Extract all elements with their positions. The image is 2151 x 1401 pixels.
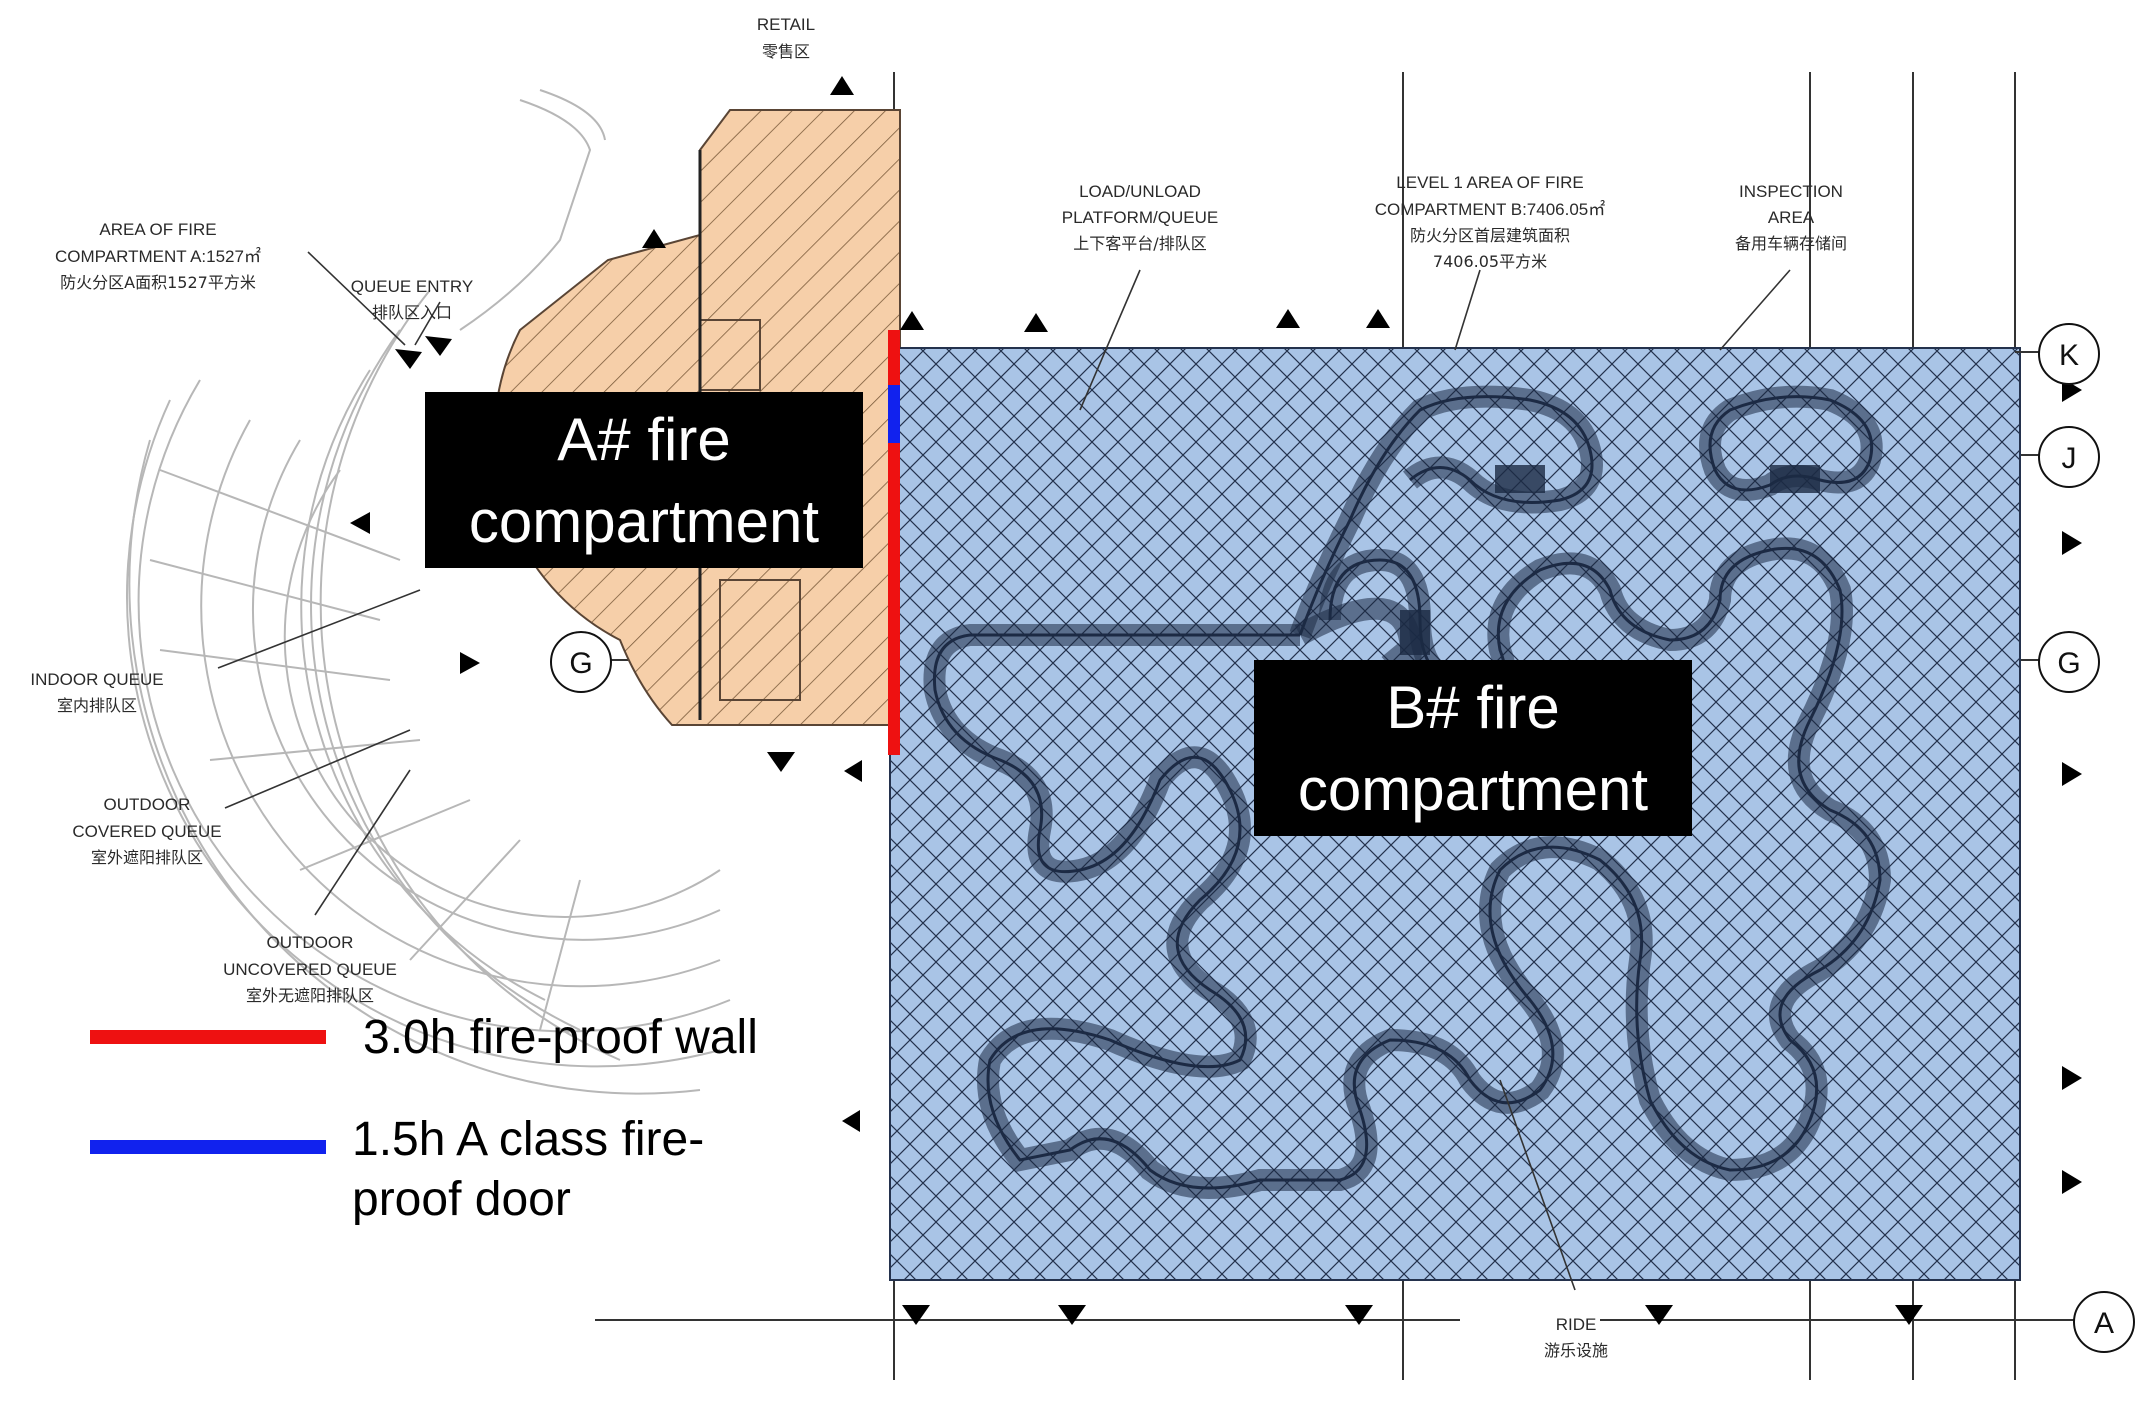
fire-wall-upper bbox=[888, 330, 900, 385]
outdoor-uncovered-queue-label: OUTDOOR UNCOVERED QUEUE 室外无遮阳排队区 bbox=[223, 933, 397, 1005]
svg-text:LOAD/UNLOAD: LOAD/UNLOAD bbox=[1079, 182, 1201, 201]
compartment-b-title-line1: B# fire bbox=[1386, 674, 1559, 741]
svg-text:QUEUE ENTRY: QUEUE ENTRY bbox=[351, 277, 474, 296]
load-platform-label: LOAD/UNLOAD PLATFORM/QUEUE 上下客平台/排队区 bbox=[1062, 182, 1218, 253]
svg-text:室内排队区: 室内排队区 bbox=[57, 696, 137, 715]
svg-text:PLATFORM/QUEUE: PLATFORM/QUEUE bbox=[1062, 208, 1218, 227]
svg-text:上下客平台/排队区: 上下客平台/排队区 bbox=[1073, 234, 1206, 253]
svg-text:UNCOVERED QUEUE: UNCOVERED QUEUE bbox=[223, 960, 397, 979]
fire-door bbox=[888, 385, 900, 443]
svg-text:K: K bbox=[2059, 339, 2079, 372]
svg-text:G: G bbox=[569, 647, 592, 680]
svg-text:RIDE: RIDE bbox=[1556, 1315, 1597, 1334]
level1-area-label: LEVEL 1 AREA OF FIRE COMPARTMENT B:7406.… bbox=[1375, 173, 1606, 271]
svg-text:室外无遮阳排队区: 室外无遮阳排队区 bbox=[246, 986, 374, 1005]
fire-wall-lower bbox=[888, 443, 900, 755]
compartment-a-title-line2: compartment bbox=[469, 488, 819, 555]
svg-text:备用车辆存储间: 备用车辆存储间 bbox=[1735, 234, 1847, 253]
svg-text:游乐设施: 游乐设施 bbox=[1544, 1341, 1608, 1360]
inspection-area-label: INSPECTION AREA 备用车辆存储间 bbox=[1735, 182, 1847, 253]
svg-text:1.5h A class fire-: 1.5h A class fire- bbox=[352, 1113, 704, 1166]
grid-marker-g-left: G bbox=[550, 631, 612, 693]
svg-text:A: A bbox=[2094, 1307, 2114, 1340]
legend-swatch-fire-door bbox=[90, 1140, 326, 1154]
svg-text:3.0h fire-proof wall: 3.0h fire-proof wall bbox=[363, 1011, 758, 1064]
legend-item-fire-wall: 3.0h fire-proof wall bbox=[90, 1011, 758, 1064]
outdoor-covered-queue-label: OUTDOOR COVERED QUEUE 室外遮阳排队区 bbox=[72, 795, 221, 867]
svg-text:排队区入口: 排队区入口 bbox=[372, 303, 452, 322]
svg-text:AREA: AREA bbox=[1768, 208, 1815, 227]
legend-item-fire-door: 1.5h A class fire- proof door bbox=[90, 1113, 704, 1226]
svg-text:AREA OF FIRE: AREA OF FIRE bbox=[99, 220, 216, 239]
svg-text:零售区: 零售区 bbox=[762, 42, 810, 61]
svg-text:G: G bbox=[2057, 647, 2080, 680]
svg-text:COVERED QUEUE: COVERED QUEUE bbox=[72, 822, 221, 841]
svg-text:7406.05平方米: 7406.05平方米 bbox=[1433, 252, 1547, 271]
grid-marker-a: A bbox=[2073, 1291, 2135, 1353]
queue-entry-label: QUEUE ENTRY 排队区入口 bbox=[351, 277, 474, 322]
compartment-a-title-line1: A# fire bbox=[557, 406, 730, 473]
outdoor-queue-fan bbox=[126, 89, 731, 1095]
svg-text:室外遮阳排队区: 室外遮阳排队区 bbox=[91, 848, 203, 867]
svg-text:防火分区首层建筑面积: 防火分区首层建筑面积 bbox=[1410, 226, 1570, 245]
fire-separation bbox=[888, 330, 900, 755]
svg-text:proof door: proof door bbox=[352, 1173, 571, 1226]
indoor-queue-label: INDOOR QUEUE 室内排队区 bbox=[30, 670, 163, 715]
svg-text:OUTDOOR: OUTDOOR bbox=[267, 933, 354, 952]
svg-text:COMPARTMENT A:1527㎡: COMPARTMENT A:1527㎡ bbox=[55, 247, 261, 266]
svg-text:J: J bbox=[2062, 442, 2077, 475]
compartment-a-label-box: A# fire compartment bbox=[425, 392, 863, 568]
legend: 3.0h fire-proof wall 1.5h A class fire- … bbox=[90, 1011, 758, 1226]
compartment-b-label-box: B# fire compartment bbox=[1254, 660, 1692, 836]
svg-text:防火分区A面积1527平方米: 防火分区A面积1527平方米 bbox=[60, 273, 256, 292]
svg-text:RETAIL: RETAIL bbox=[757, 15, 815, 34]
retail-label: RETAIL 零售区 bbox=[757, 15, 815, 61]
leader-lines bbox=[217, 251, 1791, 1291]
svg-text:LEVEL 1 AREA OF FIRE: LEVEL 1 AREA OF FIRE bbox=[1396, 173, 1583, 192]
grid-marker-k: K bbox=[2015, 323, 2100, 385]
area-a-label: AREA OF FIRE COMPARTMENT A:1527㎡ 防火分区A面积… bbox=[55, 220, 261, 292]
ride-label: RIDE 游乐设施 bbox=[1544, 1315, 1608, 1360]
grid-marker-g-right: G bbox=[2038, 631, 2100, 693]
legend-swatch-fire-wall bbox=[90, 1030, 326, 1044]
grid-marker-j: J bbox=[2038, 426, 2100, 488]
svg-text:INDOOR QUEUE: INDOOR QUEUE bbox=[30, 670, 163, 689]
compartment-b-title-line2: compartment bbox=[1298, 756, 1648, 823]
svg-text:OUTDOOR: OUTDOOR bbox=[104, 795, 191, 814]
svg-text:INSPECTION: INSPECTION bbox=[1739, 182, 1843, 201]
svg-text:COMPARTMENT B:7406.05㎡: COMPARTMENT B:7406.05㎡ bbox=[1375, 200, 1606, 219]
